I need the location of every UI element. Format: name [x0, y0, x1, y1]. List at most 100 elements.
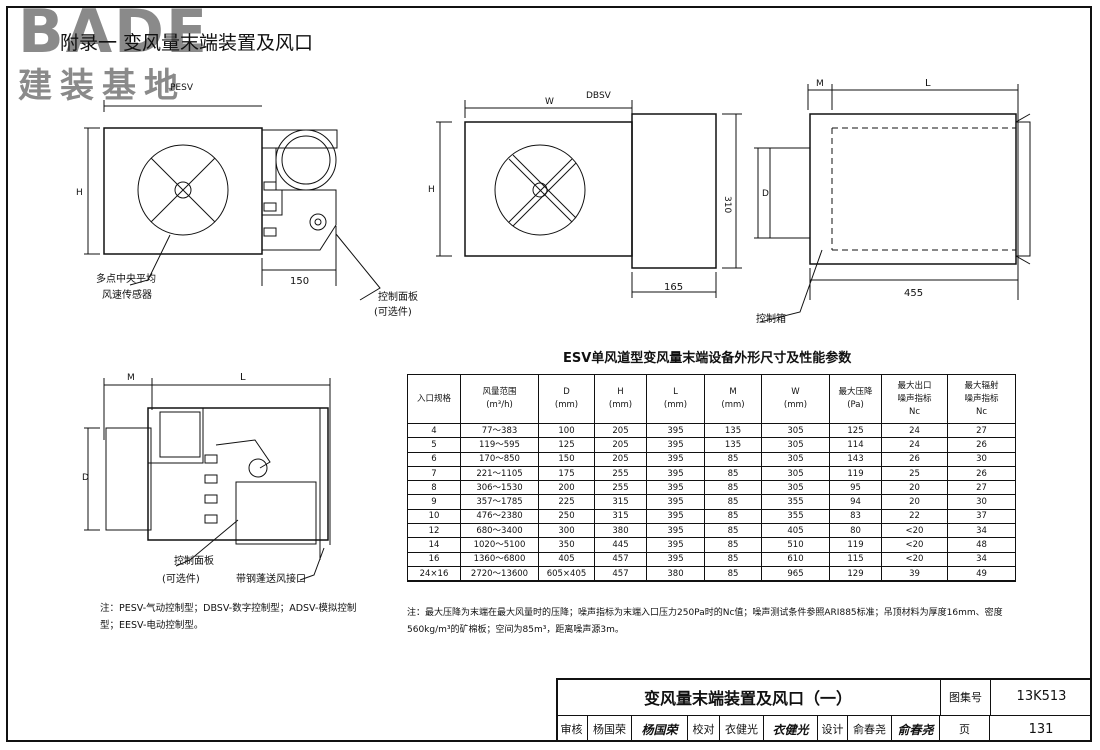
table-cell: 380	[646, 565, 705, 583]
table-cell: 85	[704, 523, 762, 539]
table-cell: 476～2380	[460, 508, 539, 525]
table-cell: 305	[761, 437, 830, 453]
table-cell: 355	[761, 508, 830, 525]
table-cell: 2720～13600	[460, 565, 539, 583]
table-cell: 135	[704, 422, 762, 439]
table-cell: 24	[881, 422, 948, 439]
table-cell: 85	[704, 508, 762, 525]
table-cell: 24	[881, 437, 948, 453]
watermark-logo: BADE 建装基地	[8, 0, 223, 108]
logo-subtitle: 建装基地	[18, 66, 186, 106]
table-cell: 94	[829, 494, 882, 510]
review-label: 审核	[556, 716, 588, 742]
table-cell: 510	[761, 537, 830, 553]
col-airflow: 风量范围(m³/h)	[460, 374, 539, 424]
table-cell: 22	[881, 508, 948, 525]
table-cell: 6	[407, 451, 461, 467]
table-cell: 250	[538, 508, 595, 525]
pesv-sensor-label-1: 多点中央平均	[96, 272, 156, 285]
table-cell: 395	[646, 465, 705, 482]
table-cell: 680～3400	[460, 523, 539, 539]
table-cell: 205	[594, 451, 647, 467]
table-cell: 30	[947, 451, 1016, 467]
design-label: 设计	[818, 716, 848, 742]
side-drawing	[754, 84, 1031, 323]
table-cell: 26	[947, 465, 1016, 482]
table-cell: 26	[947, 437, 1016, 453]
table-cell: 85	[704, 494, 762, 510]
table-cell: 34	[947, 551, 1016, 567]
atlas-label: 图集号	[940, 678, 990, 716]
col-pressure-drop: 最大压降(Pa)	[829, 374, 882, 424]
side-dim-455: 455	[904, 288, 923, 299]
table-cell: 305	[761, 451, 830, 467]
table-cell: 119	[829, 537, 882, 553]
table-cell: 175	[538, 465, 595, 482]
table-cell: 355	[761, 494, 830, 510]
table-cell: 395	[646, 551, 705, 567]
table-cell: 200	[538, 480, 595, 496]
table-cell: 305	[761, 465, 830, 482]
checker-signature: 衣健光	[764, 716, 818, 742]
table-cell: 605×405	[538, 565, 595, 583]
table-cell: 5	[407, 437, 461, 453]
table-cell: 83	[829, 508, 882, 525]
pesv-sensor-label-2: 风速传感器	[102, 288, 152, 301]
lower-m-label: M	[127, 373, 135, 383]
table-cell: 8	[407, 480, 461, 496]
table-cell: 39	[881, 565, 948, 583]
lower-panel-label-1: 控制面板	[174, 554, 214, 567]
col-d: D(mm)	[538, 374, 595, 424]
table-cell: 85	[704, 480, 762, 496]
page-number: 131	[1028, 721, 1054, 737]
table-cell: 395	[646, 508, 705, 525]
table-cell: 30	[947, 494, 1016, 510]
table-cell: 26	[881, 451, 948, 467]
table-cell: 100	[538, 422, 595, 439]
table-cell: 395	[646, 480, 705, 496]
table-cell: 610	[761, 551, 830, 567]
table-cell: 49	[947, 565, 1016, 583]
table-cell: 445	[594, 537, 647, 553]
spec-table: 入口规格 风量范围(m³/h) D(mm) H(mm) L(mm) M(mm) …	[407, 374, 1016, 583]
dbsv-w-label: W	[545, 97, 554, 107]
table-cell: 85	[704, 537, 762, 553]
side-d-label: D	[762, 189, 769, 199]
table-cell: 205	[594, 437, 647, 453]
table-cell: 129	[829, 565, 882, 583]
table-cell: 395	[646, 451, 705, 467]
pesv-panel-label-1: 控制面板	[378, 290, 418, 303]
table-cell: 305	[761, 480, 830, 496]
designer-signature: 俞春尧	[892, 716, 940, 742]
table-cell: 255	[594, 480, 647, 496]
table-cell: 4	[407, 422, 461, 439]
reviewer-signature: 杨国荣	[632, 716, 688, 742]
table-cell: 48	[947, 537, 1016, 553]
table-cell: 20	[881, 494, 948, 510]
table-cell: 305	[761, 422, 830, 439]
table-cell: 85	[704, 565, 762, 583]
table-cell: 143	[829, 451, 882, 467]
table-cell: 20	[881, 480, 948, 496]
table-cell: 24×16	[407, 565, 461, 583]
table-cell: 119	[829, 465, 882, 482]
table-cell: 350	[538, 537, 595, 553]
table-cell: 300	[538, 523, 595, 539]
lower-panel-label-2: (可选件)	[162, 572, 200, 585]
checker-name: 衣健光	[720, 716, 764, 742]
table-cell: 85	[704, 465, 762, 482]
table-cell: 25	[881, 465, 948, 482]
title-block	[556, 678, 1092, 742]
table-cell: 119～595	[460, 437, 539, 453]
atlas-number: 13K513	[990, 678, 1092, 716]
sheet-border	[6, 6, 1092, 742]
table-cell: 80	[829, 523, 882, 539]
table-cell: 255	[594, 465, 647, 482]
title-block-title: 变风量末端装置及风口（一）	[556, 678, 940, 716]
